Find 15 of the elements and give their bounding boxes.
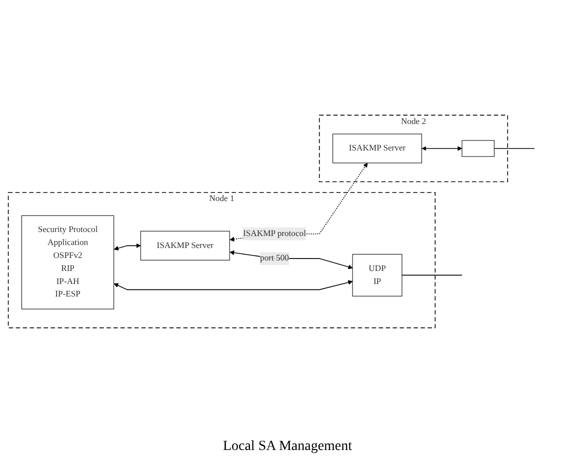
node-box	[462, 140, 494, 157]
node-box: UDP IP	[352, 254, 402, 296]
arrow	[114, 243, 141, 250]
arrow	[230, 162, 368, 242]
connector	[494, 148, 535, 149]
arrow	[230, 250, 353, 270]
arrow	[422, 146, 462, 151]
node-box: ISAKMP Server	[140, 230, 230, 260]
node-box: Security Protocol Application OSPFv2 RIP IP-AH IP-ESP	[21, 215, 114, 310]
note-text: Local SA Management	[222, 439, 354, 455]
edge-label: port 500	[260, 254, 289, 263]
edge-label: ISAKMP protocol	[243, 229, 306, 238]
node-box: ISAKMP Server	[332, 134, 422, 164]
arrow	[114, 280, 353, 290]
connector	[402, 274, 462, 276]
